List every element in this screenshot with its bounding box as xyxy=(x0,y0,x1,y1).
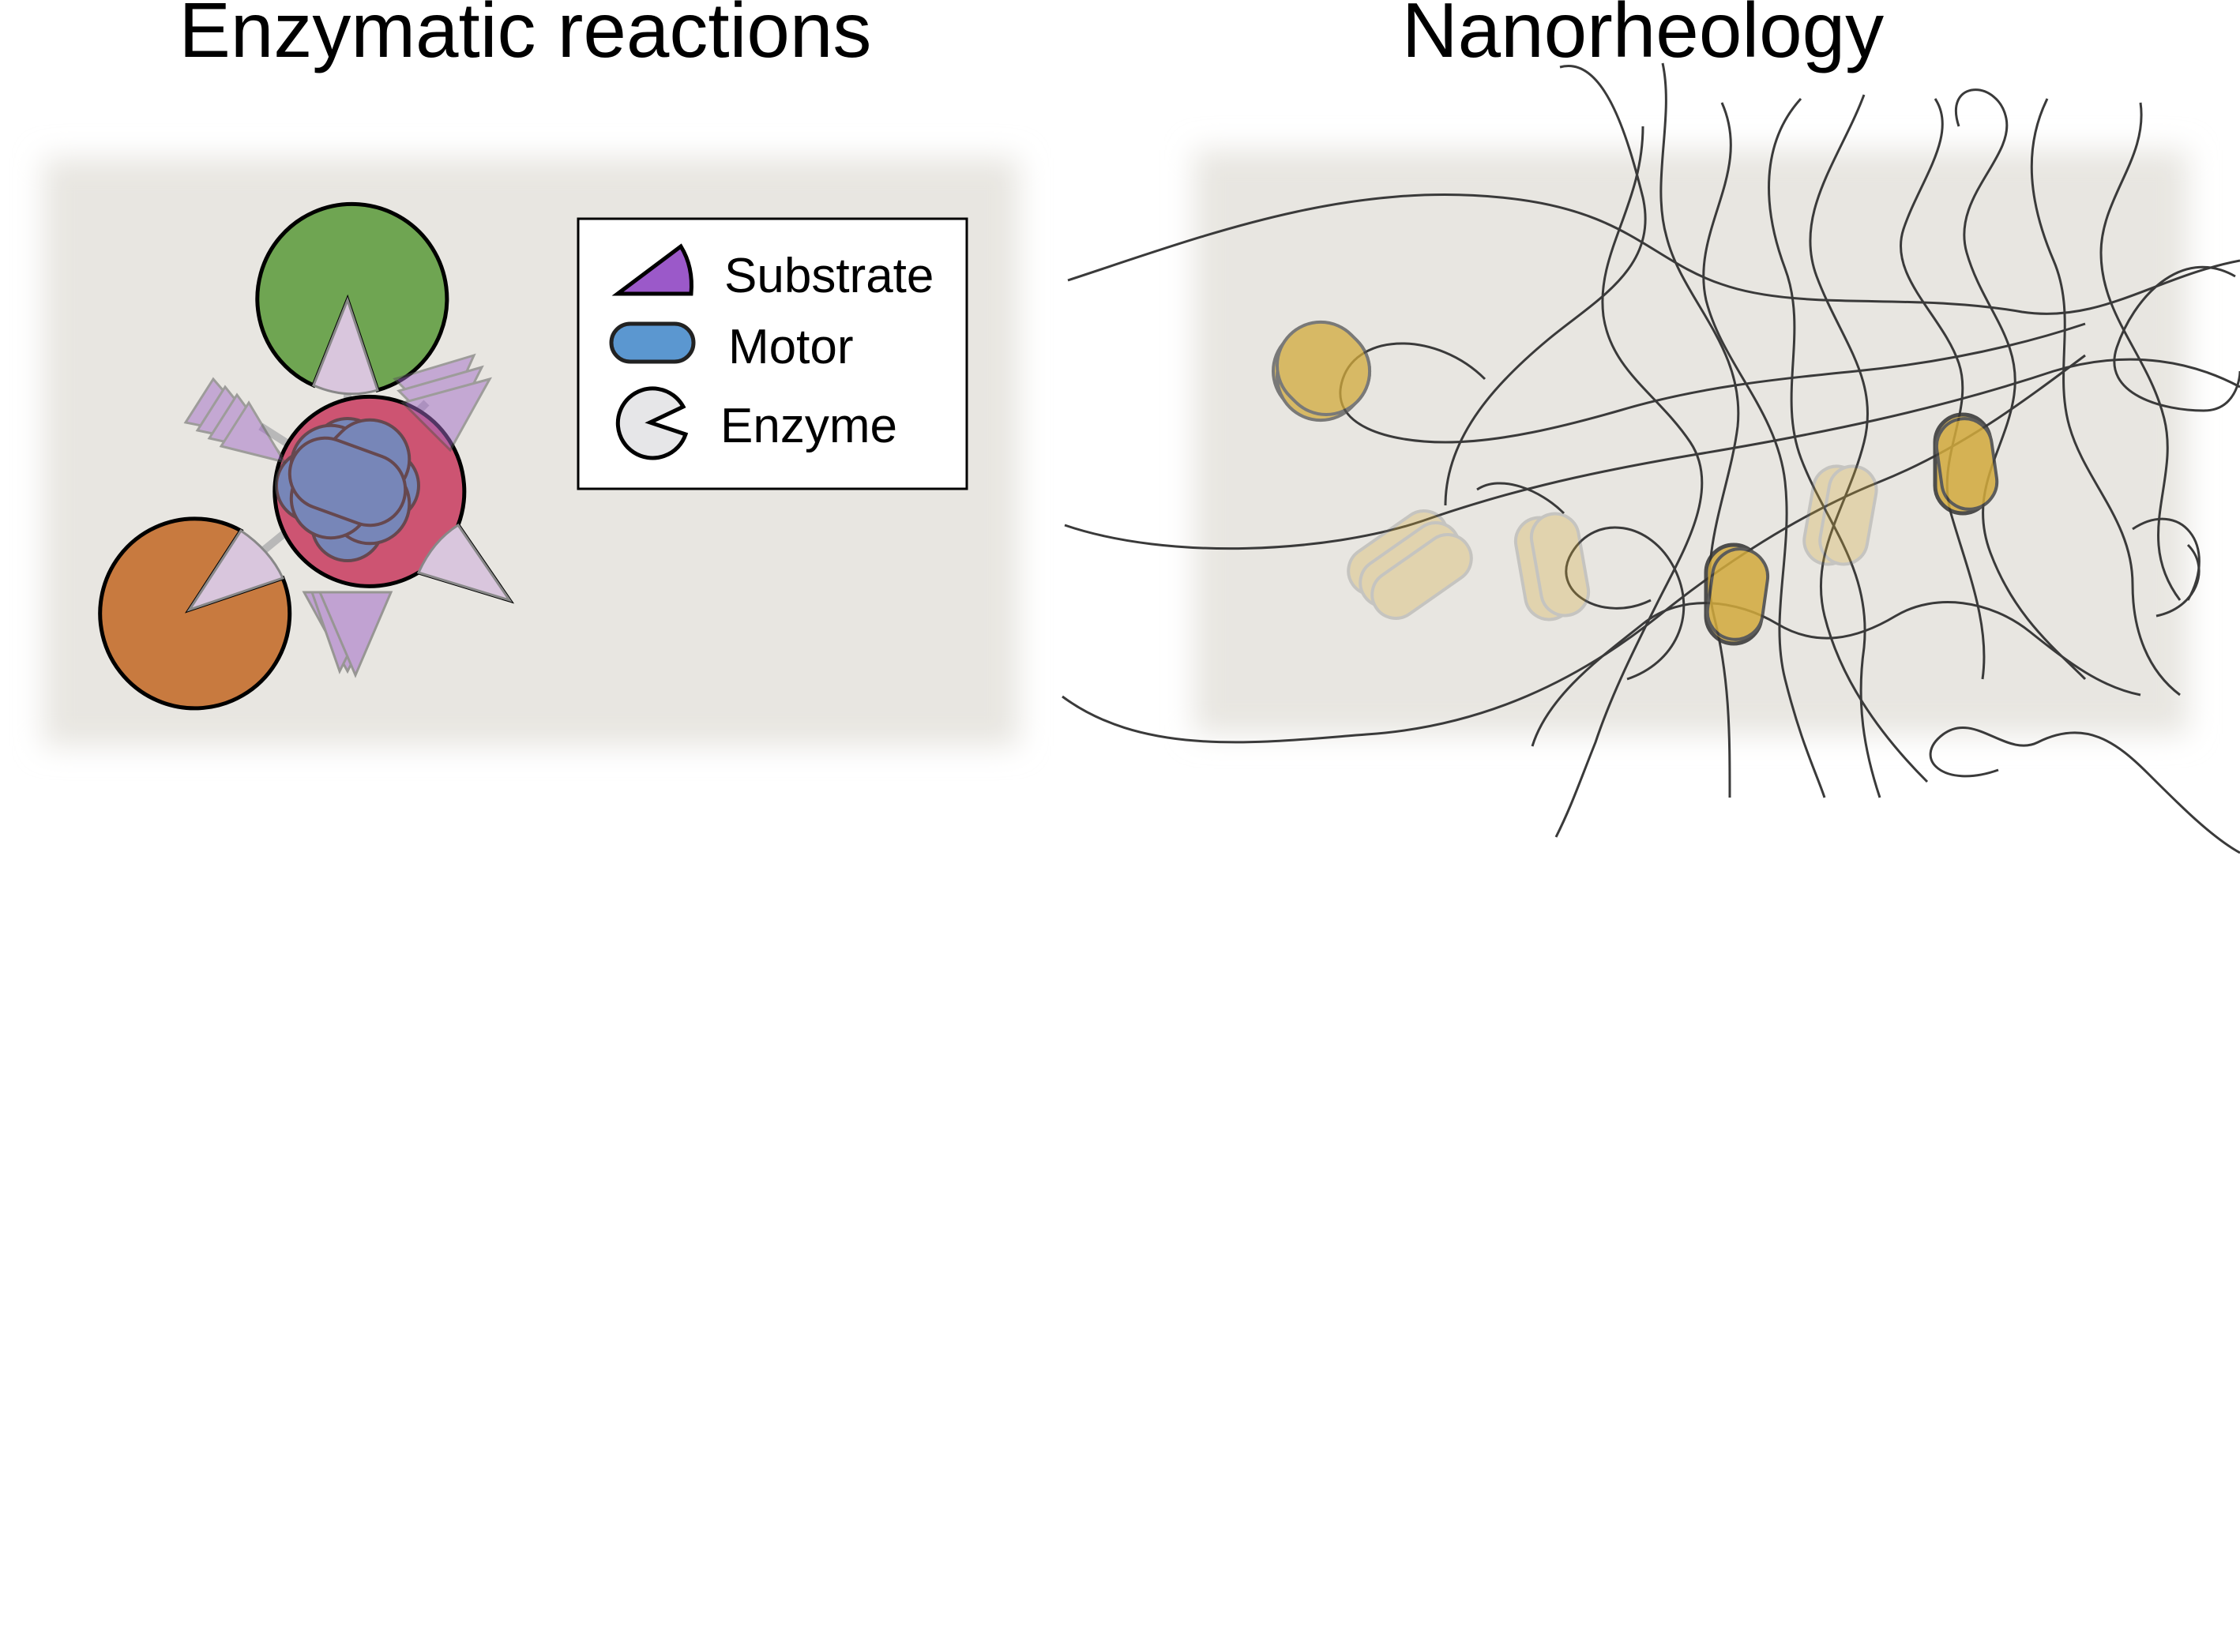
legend-item-motor: Motor xyxy=(609,320,853,374)
enzyme-green xyxy=(255,201,449,396)
probe-particle-faded-3 xyxy=(1802,464,1878,566)
enzyme-orange xyxy=(98,516,292,711)
substrate-in-red-enzyme xyxy=(416,523,513,603)
legend-item-substrate: Substrate xyxy=(611,243,934,303)
substrate-cluster-bottom xyxy=(302,591,393,678)
enzymatic-reactions-panel: Enzymatic reactions xyxy=(43,0,1019,746)
legend-label-motor: Motor xyxy=(728,320,853,374)
probe-particle-faded-2 xyxy=(1513,512,1591,621)
probe-particle-sharp-1 xyxy=(1704,543,1770,646)
enzyme-pacman-icon xyxy=(615,386,689,460)
legend-item-enzyme: Enzyme xyxy=(615,386,897,460)
legend-label-substrate: Substrate xyxy=(724,249,934,303)
substrate-triangle-icon xyxy=(611,243,693,296)
legend: Substrate Motor Enzyme xyxy=(577,217,968,490)
nanorheology-panel: Nanorheology xyxy=(1062,0,2240,854)
substrate-in-orange-enzyme xyxy=(186,528,285,612)
motor-blurred xyxy=(275,417,420,562)
substrate-in-green-enzyme xyxy=(312,296,379,396)
probe-particle-faded-1 xyxy=(1347,509,1473,620)
probe-particle-blurred-round xyxy=(1272,320,1372,422)
panel-title-enzymatic: Enzymatic reactions xyxy=(179,0,872,73)
substrate-cluster-right xyxy=(393,353,493,452)
panel-title-nanorheology: Nanorheology xyxy=(1402,0,1884,73)
probe-particle-sharp-2 xyxy=(1933,412,1999,516)
motor-capsule-icon xyxy=(609,321,696,364)
legend-label-enzyme: Enzyme xyxy=(720,399,897,453)
substrate-cluster-left xyxy=(183,377,288,464)
